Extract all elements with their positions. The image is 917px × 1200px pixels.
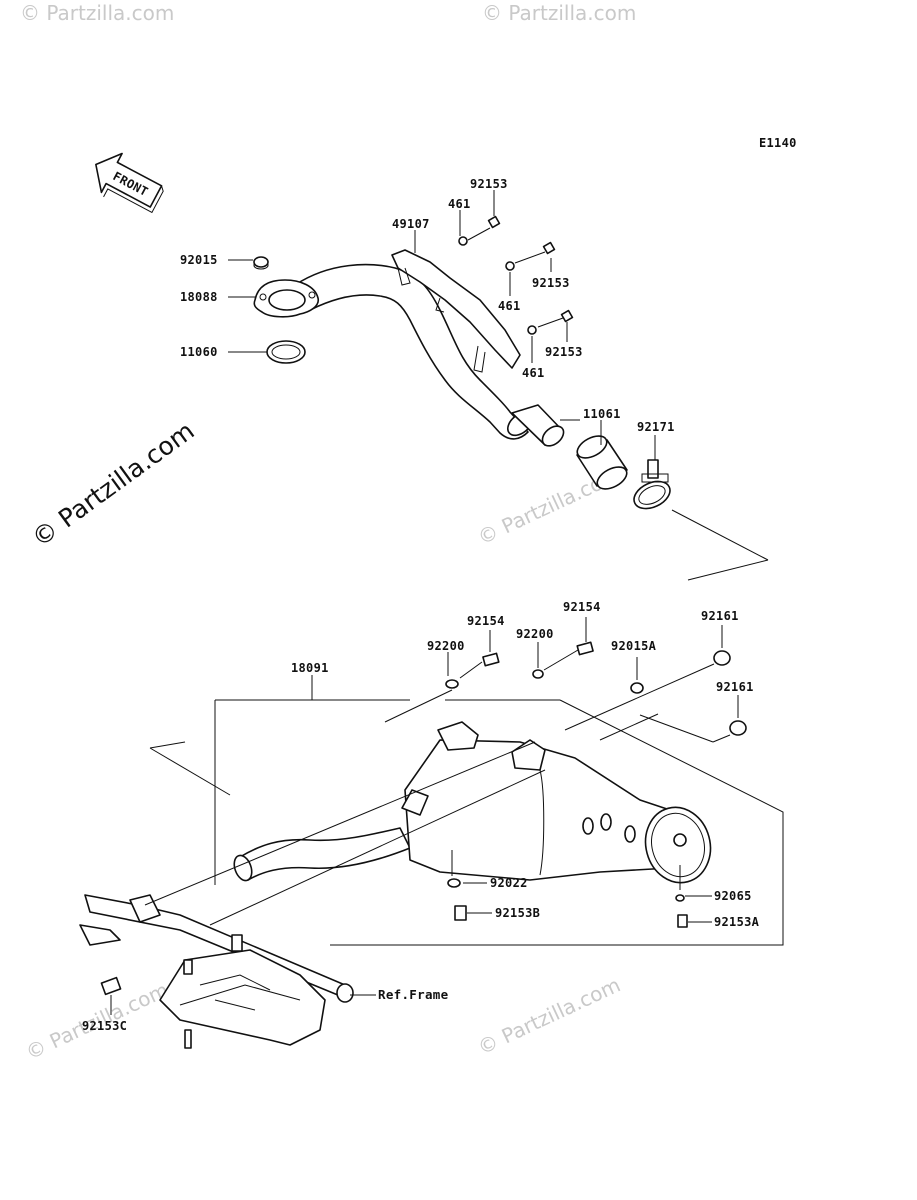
label-92065: 92065 — [714, 889, 752, 903]
label-92153A: 92153A — [714, 915, 760, 929]
muffler-fasteners — [445, 641, 747, 928]
label-461: 461 — [498, 299, 521, 313]
label-18088: 18088 — [180, 290, 218, 304]
label-ref-frame: Ref.Frame — [378, 987, 449, 1002]
watermark-top-left: © Partzilla.com — [20, 1, 174, 25]
muffler — [233, 721, 712, 884]
diagram-code: E1140 — [759, 136, 797, 150]
watermark-dark: © Partzilla.com — [26, 416, 199, 553]
label-92161: 92161 — [716, 680, 754, 694]
watermark-bottom-right: © Partzilla.com — [474, 973, 624, 1060]
connector-pipe-11061 — [576, 435, 628, 490]
label-461: 461 — [522, 366, 545, 380]
part-labels: 92153 461 49107 92153 461 92153 461 9201… — [82, 177, 760, 1033]
label-49107: 49107 — [392, 217, 430, 231]
frame-reference — [79, 894, 354, 1049]
gasket-11060 — [266, 340, 306, 364]
watermark-top-right: © Partzilla.com — [482, 1, 636, 25]
label-92200: 92200 — [516, 627, 554, 641]
label-92153: 92153 — [470, 177, 508, 191]
label-92153: 92153 — [532, 276, 570, 290]
front-exhaust-pipe — [294, 263, 565, 447]
guard-bolt-b — [505, 241, 556, 271]
label-92161: 92161 — [701, 609, 739, 623]
label-92153C: 92153C — [82, 1019, 127, 1033]
nut-92015 — [253, 256, 269, 270]
front-arrow-icon: FRONT — [95, 152, 164, 214]
label-92154: 92154 — [563, 600, 601, 614]
label-11061: 11061 — [583, 407, 621, 421]
guard-bolt-a — [458, 215, 501, 246]
label-92022: 92022 — [490, 876, 528, 890]
label-92200: 92200 — [427, 639, 465, 653]
pipe-flange — [253, 279, 320, 318]
label-18091: 18091 — [291, 661, 329, 675]
label-92171: 92171 — [637, 420, 675, 434]
guard-bolt-c — [527, 309, 574, 335]
label-92015: 92015 — [180, 253, 218, 267]
label-11060: 11060 — [180, 345, 218, 359]
label-461: 461 — [448, 197, 471, 211]
label-92153B: 92153B — [495, 906, 540, 920]
leader-lines-bottom — [110, 617, 784, 1015]
leader-lines-top — [228, 190, 769, 581]
heat-guard — [391, 249, 521, 373]
label-92015A: 92015A — [611, 639, 657, 653]
label-92154: 92154 — [467, 614, 505, 628]
label-92153: 92153 — [545, 345, 583, 359]
clamp-92171 — [633, 459, 671, 510]
